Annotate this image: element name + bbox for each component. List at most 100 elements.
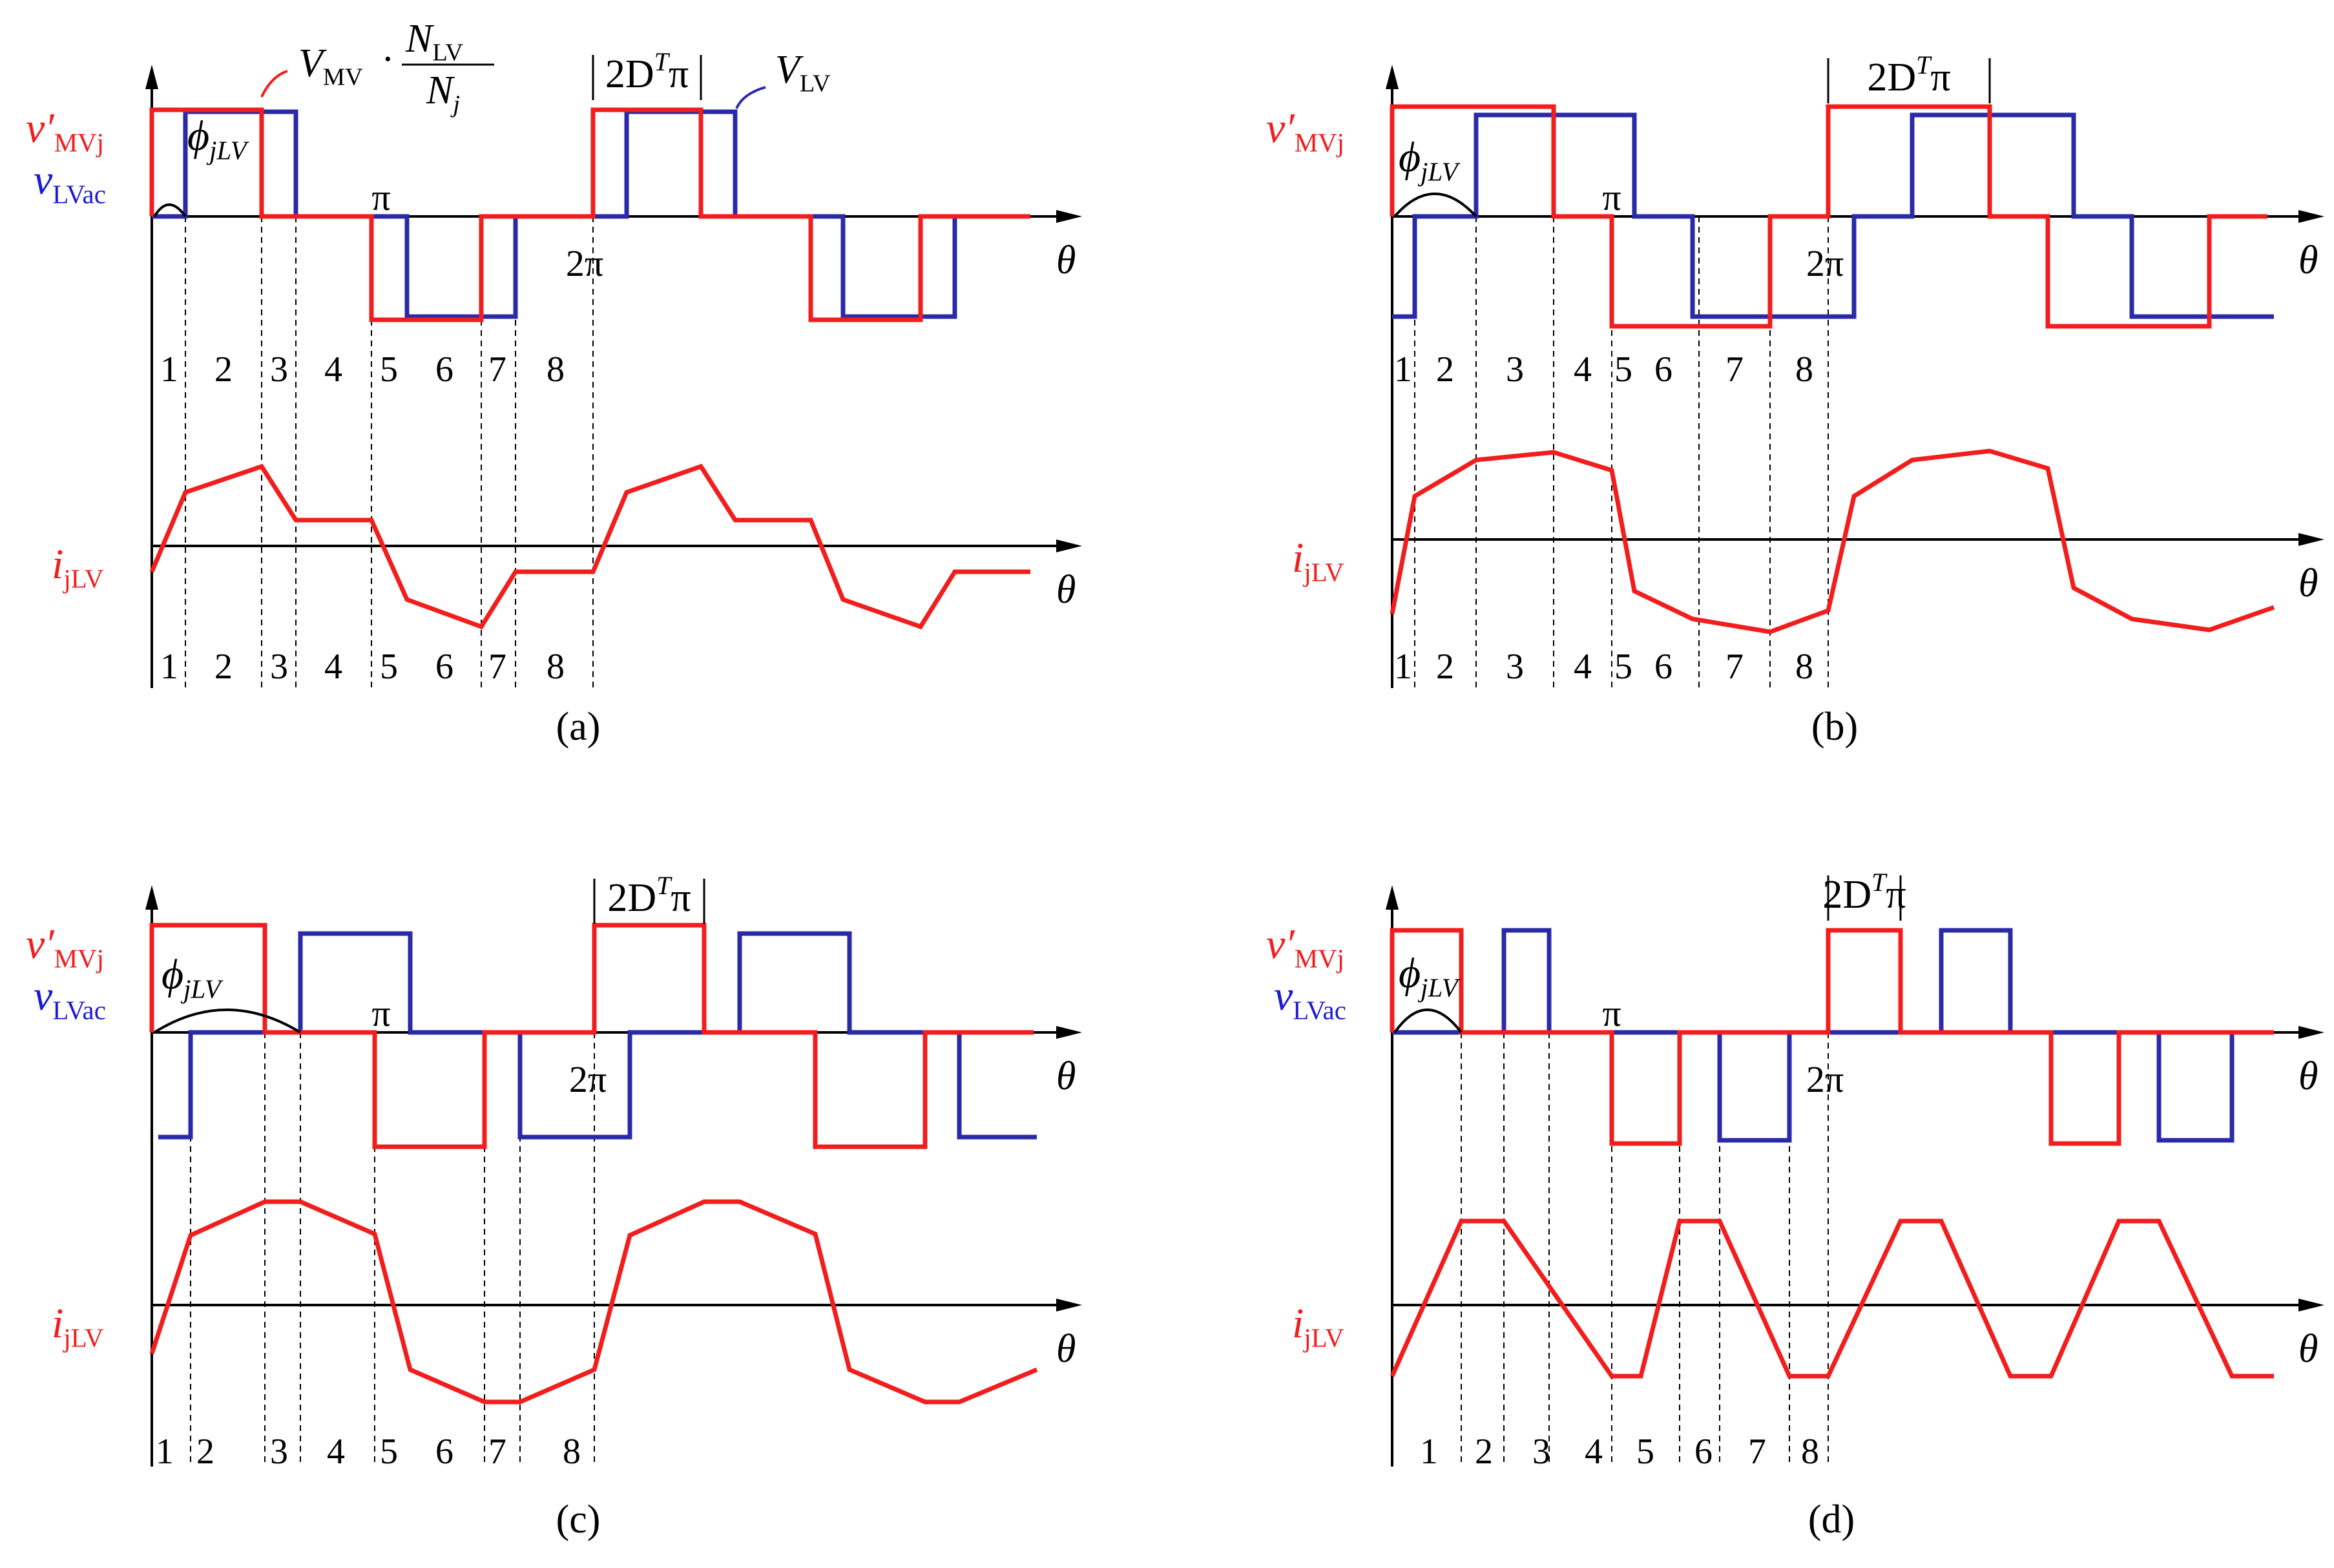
region-number: 5 [1636,1432,1654,1472]
panel-caption: (d) [1808,1498,1855,1542]
theta-label: θ [2298,1054,2318,1098]
region-number: 2 [1436,647,1454,687]
region-number: 7 [1725,350,1744,390]
panel-caption: (a) [556,705,601,749]
v-mvj-waveform [1390,104,2267,329]
region-number: 5 [380,1432,398,1472]
theta-label: θ [2298,561,2318,605]
two-pi-label: 2π [1806,242,1844,284]
v-lvac-label: vLVac [1274,972,1346,1025]
voltage-theta-axis-arrow [2298,210,2324,223]
region-number: 8 [563,1432,581,1472]
region-number: 4 [1585,1432,1603,1472]
phi-label: ϕjLV [162,951,224,1004]
two-dt-pi-label: 2DTπ [605,47,689,96]
i-jlv-label: ijLV [1292,534,1344,587]
region-number: 4 [1574,647,1592,687]
v-mvj-waveform [149,107,1030,322]
region-number: 7 [1725,647,1744,687]
region-number: 8 [1795,350,1813,390]
phi-arc [1393,193,1477,218]
v-mvj-waveform [1390,928,2274,1146]
pi-label: π [371,992,390,1034]
i-jlv-label: ijLV [52,541,104,594]
phi-arc [1393,1009,1463,1034]
region-number: 4 [324,647,342,687]
region-number: 3 [270,350,288,390]
region-number: 2 [1475,1432,1493,1472]
pi-label: π [1602,992,1621,1034]
theta-label: θ [2298,1327,2318,1371]
region-number: 3 [270,1432,288,1472]
two-dt-pi-label: 2DTπ [1822,868,1906,917]
region-number: 3 [270,647,288,687]
i-jlv-waveform [149,463,1030,630]
region-number: 7 [1748,1432,1766,1472]
region-number: 1 [160,647,178,687]
region-number: 7 [488,1432,506,1472]
region-number: 6 [1654,350,1672,390]
v-mvj-label: v′MVj [1266,921,1344,974]
i-jlv-waveform [1390,448,2275,634]
i-jlv-waveform [149,1199,1038,1405]
v-lvac-label: vLVac [34,156,106,209]
region-number: 2 [214,350,233,390]
pi-label: π [1602,176,1621,218]
current-theta-axis-arrow [2298,533,2324,546]
region-number: 4 [324,350,342,390]
vlv-leader [735,86,766,109]
pi-label: π [371,176,390,218]
formula-dot: · [381,37,395,81]
phi-arc [153,204,187,218]
region-number: 2 [214,647,233,687]
panel-a: θθπ2πv′MVjvLVacijLVϕjLV2DTπVMV·NLVNjVLV1… [26,17,1082,749]
i-jlv-label: ijLV [1292,1300,1344,1353]
region-number: 5 [380,350,398,390]
v-lvac-label: vLVac [34,972,106,1025]
region-number: 1 [156,1432,174,1472]
two-pi-label: 2π [1806,1058,1844,1100]
theta-label: θ [1056,1054,1076,1098]
formula-leader [260,70,288,98]
two-pi-label: 2π [569,1058,607,1100]
region-number: 8 [547,350,565,390]
formula-numerator: NLV [405,17,463,67]
region-number: 7 [488,350,506,390]
vertical-axis-arrow [145,885,158,910]
region-number: 1 [1394,350,1412,390]
region-number: 4 [327,1432,345,1472]
region-number: 7 [488,647,506,687]
region-number: 5 [1614,647,1632,687]
region-number: 6 [1694,1432,1713,1472]
region-number: 6 [1654,647,1672,687]
current-theta-axis-arrow [2298,1299,2324,1312]
v-mvj-label: v′MVj [26,105,104,158]
v-mvj-label: v′MVj [1266,105,1344,158]
region-number: 1 [160,350,178,390]
region-number: 8 [1795,647,1813,687]
two-dt-pi-label: 2DTπ [607,871,691,920]
phi-label: ϕjLV [1399,950,1461,1003]
region-number: 5 [380,647,398,687]
region-number: 8 [1801,1432,1819,1472]
region-number: 3 [1532,1432,1550,1472]
v-mvj-label: v′MVj [26,921,104,974]
theta-label: θ [1056,568,1076,612]
region-number: 1 [1394,647,1412,687]
vertical-axis-arrow [1386,65,1399,89]
phi-label: ϕjLV [187,112,249,165]
i-jlv-waveform [1390,1218,2274,1379]
current-theta-axis-arrow [1056,1299,1082,1312]
region-number: 2 [196,1432,214,1472]
vlv-label: VLV [775,48,831,98]
phi-label: ϕjLV [1399,134,1461,187]
current-theta-axis-arrow [1056,539,1082,552]
theta-label: θ [2298,238,2318,282]
region-number: 6 [435,647,453,687]
panels-root: θθπ2πv′MVjvLVacijLVϕjLV2DTπVMV·NLVNjVLV1… [26,17,2324,1542]
panel-caption: (b) [1811,705,1858,749]
region-number: 2 [1436,350,1454,390]
